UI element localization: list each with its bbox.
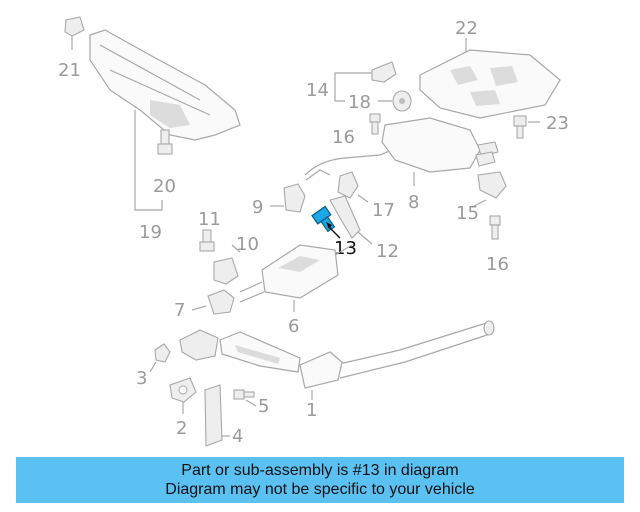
callout-5[interactable]: 5	[258, 396, 269, 417]
leader-14-18	[334, 72, 392, 102]
part-6-middle-muffler	[239, 244, 353, 303]
callout-16-upper[interactable]: 16	[332, 127, 355, 148]
part-4-bracket	[204, 384, 223, 447]
banner-disclaimer-line: Diagram may not be specific to your vehi…	[165, 481, 475, 498]
callout-9[interactable]: 9	[252, 197, 263, 218]
part-14-bracket	[371, 61, 397, 83]
part-12-bracket	[329, 195, 361, 239]
part-20-bolt	[157, 129, 173, 155]
callout-21[interactable]: 21	[58, 60, 81, 81]
part-5-bolt	[233, 389, 255, 400]
callout-19[interactable]: 19	[139, 222, 162, 243]
callout-6[interactable]: 6	[288, 316, 299, 337]
part-19-heat-shield	[89, 29, 241, 141]
info-banner: Part or sub-assembly is #13 in diagram D…	[16, 457, 624, 503]
part-2-gasket	[169, 377, 197, 403]
leader-13	[327, 225, 341, 239]
part-16-bolt-lower	[489, 215, 501, 240]
callout-10[interactable]: 10	[236, 234, 259, 255]
leader-3	[149, 361, 157, 373]
part-23-bolt	[513, 115, 527, 139]
leader-12	[357, 231, 373, 245]
part-9-clamp	[283, 169, 331, 213]
leader-10	[231, 244, 241, 253]
leader-15	[473, 199, 487, 207]
leader-17	[357, 194, 369, 203]
callout-14[interactable]: 14	[306, 80, 329, 101]
callout-20[interactable]: 20	[153, 176, 176, 197]
callout-16-lower[interactable]: 16	[486, 254, 509, 275]
leader-5	[245, 399, 257, 407]
callout-23[interactable]: 23	[546, 113, 569, 134]
part-11-bolt	[199, 229, 215, 252]
part-7-clamp	[207, 289, 235, 315]
callout-17[interactable]: 17	[372, 200, 395, 221]
part-16-bolt-upper	[369, 113, 381, 135]
callout-8[interactable]: 8	[408, 192, 419, 213]
part-21-clip	[64, 16, 85, 50]
exhaust-parts-diagram: 21 19 20 22 23 14 18 16	[58, 16, 569, 447]
part-18-rubber-mount	[392, 90, 412, 112]
part-8-rear-muffler	[304, 117, 499, 176]
part-17-rubber-mount	[337, 171, 359, 199]
part-1-front-pipe-catalyst	[179, 320, 495, 389]
part-15-bracket	[477, 171, 507, 199]
callout-2[interactable]: 2	[176, 418, 187, 439]
part-22-upper-heat-shield	[419, 49, 561, 119]
callout-1[interactable]: 1	[306, 400, 317, 421]
callout-18[interactable]: 18	[348, 92, 371, 113]
callout-3[interactable]: 3	[136, 368, 147, 389]
callout-11[interactable]: 11	[198, 209, 221, 230]
part-10-rubber-mount	[213, 257, 239, 285]
part-13-bolt-highlighted[interactable]	[311, 205, 338, 233]
leader-19	[134, 110, 163, 211]
leader-7	[191, 305, 207, 311]
callout-15[interactable]: 15	[456, 203, 479, 224]
banner-part-line: Part or sub-assembly is #13 in diagram	[181, 462, 459, 479]
callout-4[interactable]: 4	[232, 426, 243, 447]
part-3-nut	[154, 343, 171, 363]
arrow-13-icon	[326, 222, 332, 229]
callout-12[interactable]: 12	[376, 241, 399, 262]
callout-7[interactable]: 7	[174, 300, 185, 321]
callout-22[interactable]: 22	[455, 18, 478, 39]
